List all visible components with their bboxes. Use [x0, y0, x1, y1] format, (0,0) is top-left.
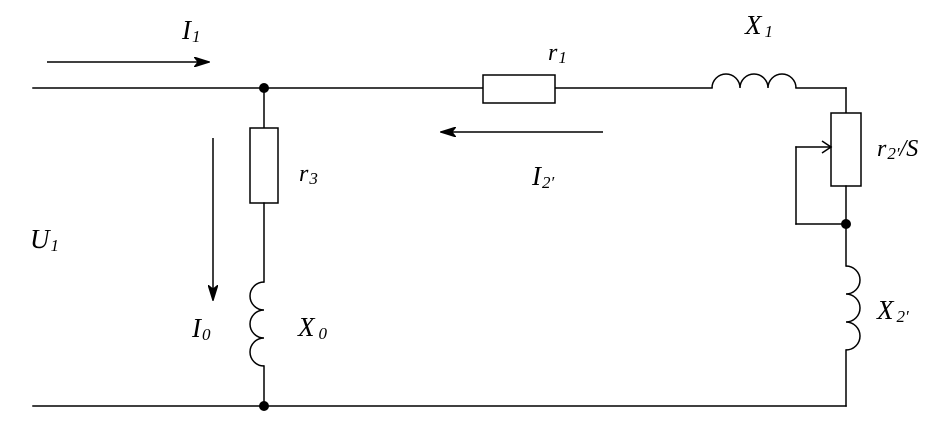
junction-dot-top: [259, 83, 269, 93]
inductor-x1: [711, 73, 797, 89]
label-u1: U1: [30, 224, 59, 255]
magnetizing-branch: [249, 87, 279, 407]
label-i0: I0: [191, 313, 211, 344]
resistor-r1: [482, 74, 556, 104]
junction-dot-bottom: [259, 401, 269, 411]
resistor-r3: [249, 127, 279, 204]
right-branch: [795, 87, 862, 407]
label-i1: I1: [181, 15, 201, 46]
label-i2: I2′: [531, 161, 555, 192]
inductor-x0: [249, 281, 265, 367]
junction-dot-right: [841, 219, 851, 229]
label-r1: r1: [548, 40, 567, 67]
slider-arrowhead: [821, 140, 833, 154]
inductor-x2: [845, 265, 861, 351]
resistor-r2-variable: [830, 112, 862, 187]
label-r2s: r2′/S: [877, 136, 918, 163]
label-r3: r3: [299, 161, 318, 188]
